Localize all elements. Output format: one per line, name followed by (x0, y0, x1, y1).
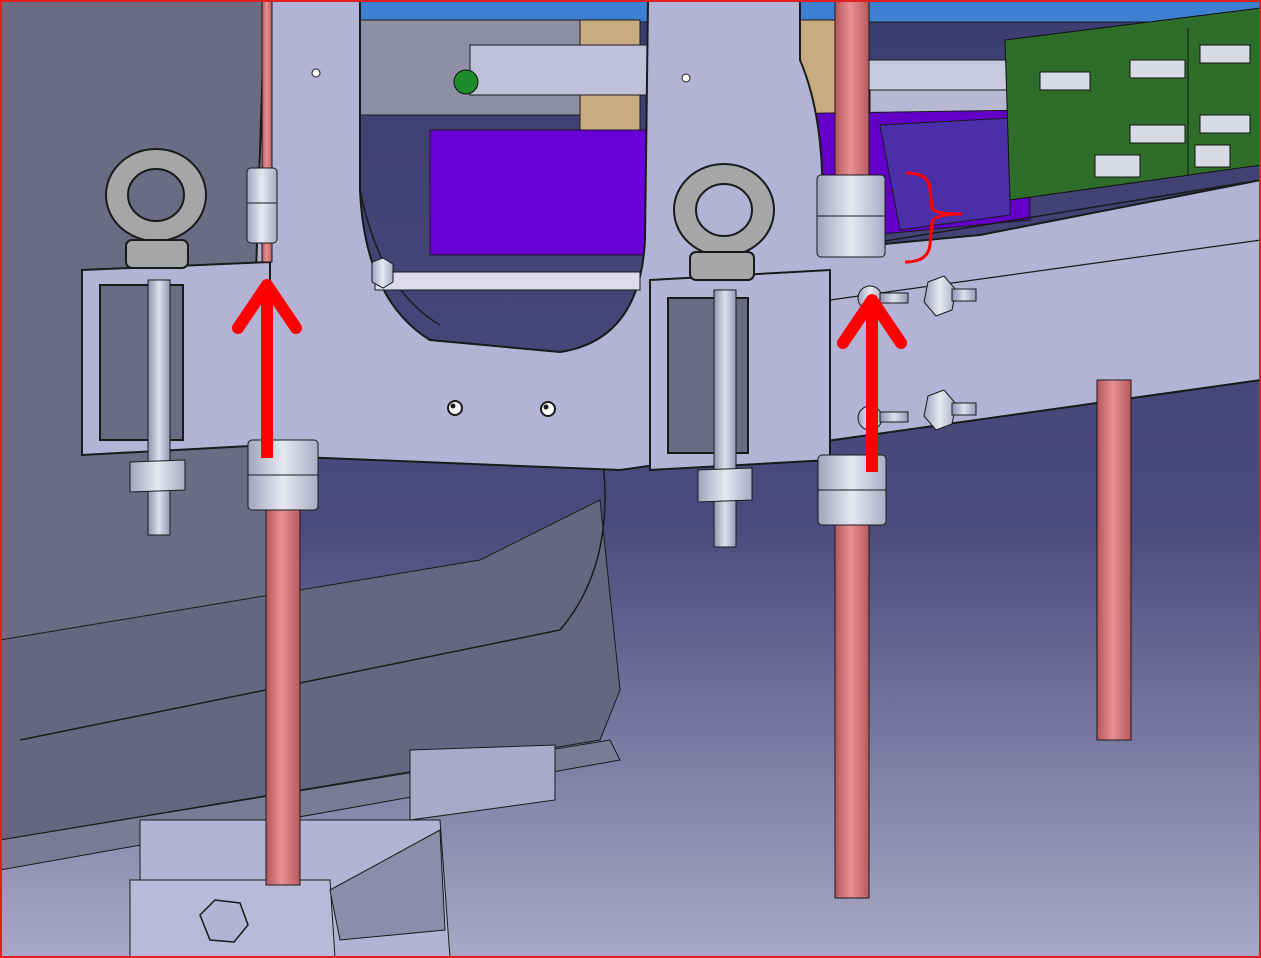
hex-nut (371, 257, 394, 289)
rod-nuts (246, 167, 887, 526)
eyebolt-right (673, 163, 775, 281)
blue-top-plate (359, 0, 1261, 23)
green-sensor (453, 69, 479, 95)
purple-block (429, 129, 661, 256)
hex-nut (246, 167, 278, 244)
threaded-rod (261, 0, 273, 263)
annotation-arrow-right (837, 294, 907, 472)
threaded-rod (834, 519, 870, 899)
hex-nut (129, 459, 186, 493)
hex-nut (697, 467, 753, 503)
lift-bracket-left (81, 260, 271, 536)
hex-nut (923, 275, 957, 317)
eyebolt-left (105, 148, 207, 269)
dark-backplate (879, 117, 1011, 231)
frame-hole (447, 400, 463, 416)
threaded-rod (1096, 379, 1132, 741)
lift-bracket-right (649, 268, 831, 548)
annotation-brace (904, 171, 963, 264)
hex-bolt-head (199, 899, 249, 943)
cross-rod (374, 271, 641, 291)
threaded-rods (261, 0, 1132, 899)
beam-bolts (857, 275, 977, 431)
upper-rail (469, 44, 671, 96)
frame-hole (681, 73, 691, 83)
threaded-rod (834, 0, 870, 181)
annotation-arrow-left (232, 279, 302, 458)
frame-hole (311, 68, 321, 78)
threaded-rod (265, 504, 301, 886)
hex-nut (923, 389, 957, 431)
frame-hole (540, 401, 556, 417)
pcb-connector (1039, 44, 1251, 178)
